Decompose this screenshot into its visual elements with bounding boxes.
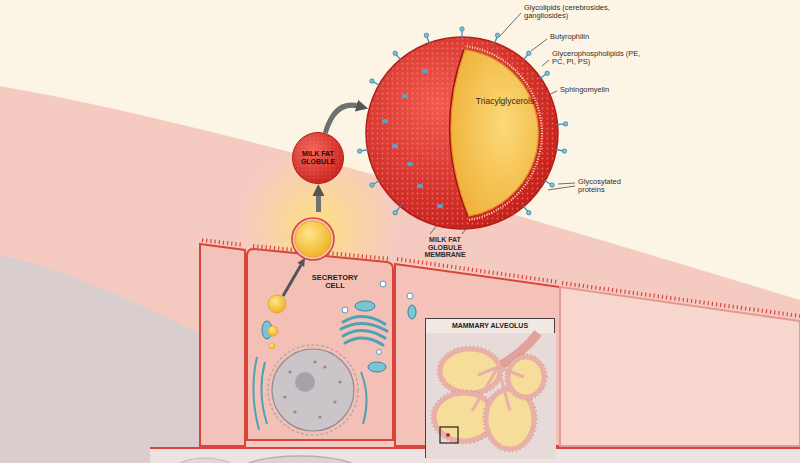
- glycan-head: [563, 122, 567, 126]
- duct: [472, 367, 524, 411]
- globule-texture: [293, 133, 343, 183]
- glycan-head: [527, 51, 531, 55]
- endoplasmic-reticulum: [253, 357, 366, 430]
- glycan-head: [370, 183, 374, 187]
- vesicle: [380, 281, 386, 287]
- neighbour-cell: [560, 287, 800, 446]
- glycan-head: [562, 149, 566, 153]
- secretory-cell-drawing: [245, 212, 395, 444]
- vesicle: [407, 293, 413, 299]
- membrane-protein: [402, 94, 408, 98]
- leader-line: [548, 183, 575, 190]
- leader-line: [531, 39, 547, 51]
- capillary: [175, 458, 235, 463]
- glycan-head: [527, 211, 531, 215]
- inset-box-drawing: [426, 319, 556, 459]
- glycan-head: [550, 183, 554, 187]
- mitochondrion: [368, 362, 386, 372]
- membrane-protein: [382, 119, 388, 123]
- glycan-head: [495, 33, 499, 37]
- vesicle: [377, 350, 382, 355]
- chromatin: [313, 360, 316, 363]
- leader-line: [500, 13, 521, 36]
- membrane-protein: [422, 69, 428, 73]
- glycan-head: [424, 33, 428, 37]
- glycan-head: [545, 71, 549, 75]
- membrane-protein: [392, 144, 398, 148]
- transport-arrow: [283, 265, 301, 296]
- chromatin: [318, 415, 321, 418]
- mitochondrion: [355, 301, 375, 311]
- glycan-head: [357, 149, 361, 153]
- cell-body: [247, 249, 393, 440]
- membrane-bilayer: [465, 46, 542, 220]
- flow-arrow: [316, 194, 321, 212]
- callout-label: Glycerophospholipids (PE, PC, PI, PS): [552, 50, 644, 67]
- node-label: SECRETORY CELL: [303, 274, 367, 291]
- nucleus: [272, 349, 354, 431]
- nuclear-envelope: [268, 345, 358, 435]
- callout-label: MILK FAT GLOBULE MEMBRANE: [413, 236, 477, 259]
- chromatin: [323, 365, 326, 368]
- mitochondrion: [408, 305, 416, 319]
- zoom-cell: [446, 433, 450, 437]
- lipid-core: [451, 50, 538, 216]
- globule-texture: [367, 38, 557, 228]
- lipid-droplet: [269, 343, 275, 349]
- secretory-cell: SECRETORY CELL: [245, 212, 395, 444]
- chromatin: [338, 380, 341, 383]
- callout-label: Glycolipids (cerebrosides, gangliosides): [524, 4, 636, 21]
- chromatin: [288, 370, 291, 373]
- globule-circle: [293, 133, 344, 184]
- node-label: Triacylglycerols: [465, 97, 545, 106]
- fat-globule-cutaway-drawing: [365, 36, 559, 230]
- callout-label: Glycosylated proteins: [578, 178, 640, 195]
- milk-fat-globule: MILK FAT GLOBULE: [292, 132, 344, 184]
- flow-arrow: [325, 105, 358, 133]
- lipid-droplet: [295, 221, 331, 257]
- leader-line: [542, 60, 549, 66]
- transport-arrow: [297, 258, 305, 267]
- globule-sphere: [366, 37, 558, 229]
- budding-membrane: [292, 218, 334, 260]
- vesicle: [342, 307, 348, 313]
- membrane-protein: [417, 184, 423, 188]
- capillary: [238, 456, 362, 463]
- chromatin: [283, 395, 286, 398]
- lobe-cells: [437, 346, 503, 396]
- alveolus-lobe: [508, 357, 544, 397]
- nucleolus: [295, 372, 315, 392]
- glycan-head: [370, 79, 374, 83]
- chromatin: [333, 400, 336, 403]
- node-label: MILK FAT GLOBULE: [296, 150, 340, 165]
- lobe-cells: [505, 354, 547, 400]
- glycan-head: [393, 211, 397, 215]
- lipid-droplet: [268, 295, 286, 313]
- inset-ground: [426, 333, 556, 459]
- fat-globule-cutaway: Triacylglycerols: [365, 36, 559, 230]
- neighbour-cell: [200, 244, 245, 446]
- inset-box: MAMMARY ALVEOLUS: [425, 318, 555, 458]
- callout-label: Butyrophilin: [550, 33, 620, 41]
- membrane-protein: [437, 204, 443, 208]
- golgi: [341, 316, 387, 345]
- callout-label: Sphingomyelin: [560, 86, 640, 94]
- glycan-head: [460, 27, 464, 31]
- lipid-droplet: [268, 326, 278, 336]
- chromatin: [293, 410, 296, 413]
- membrane-protein: [407, 162, 413, 166]
- zoom-frame: [440, 427, 458, 443]
- node-label: MAMMARY ALVEOLUS: [428, 322, 552, 330]
- glycan-head: [393, 51, 397, 55]
